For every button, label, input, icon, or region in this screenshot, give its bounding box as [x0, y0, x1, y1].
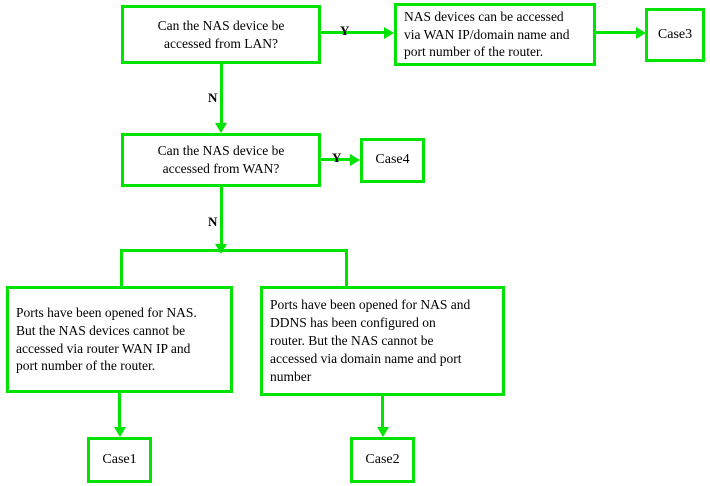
- edge-split-bar: [120, 249, 348, 252]
- node-case2[interactable]: Case2: [350, 437, 415, 483]
- node-question-wan-line-1: Can the NAS device be: [157, 143, 285, 159]
- edge-wan-yes-line: [321, 158, 356, 161]
- node-question-wan[interactable]: Can the NAS device be accessed from WAN?: [121, 133, 321, 187]
- edge-label-wan-yes: Y: [332, 150, 342, 165]
- node-case3[interactable]: Case3: [645, 8, 705, 62]
- edge-split-left-drop: [120, 249, 123, 287]
- node-symptom-ports-opened-line-2: But the NAS devices cannot be: [16, 322, 186, 338]
- node-symptom-ports-ddns-line-1: Ports have been opened for NAS and: [270, 297, 471, 313]
- edge-label-lan-no: N: [208, 90, 218, 105]
- node-case4-label: Case4: [375, 152, 410, 168]
- node-question-wan-line-2: accessed from WAN?: [162, 161, 280, 176]
- node-case1[interactable]: Case1: [87, 437, 152, 483]
- node-result-wan-accessible[interactable]: NAS devices can be accessed via WAN IP/d…: [394, 3, 596, 66]
- node-symptom-ports-opened-line-1: Ports have been opened for NAS.: [16, 304, 197, 320]
- edge-result-to-case3-line: [596, 31, 640, 34]
- node-case3-label: Case3: [657, 26, 693, 42]
- node-case1-label: Case1: [102, 451, 137, 467]
- edge-lan-yes-arrowhead: [384, 26, 394, 39]
- edge-to-case1-arrowhead: [113, 427, 126, 437]
- edge-to-case2-arrowhead: [376, 427, 389, 437]
- node-symptom-ports-opened-line-3: accessed via router WAN IP and: [16, 340, 191, 356]
- node-symptom-ports-ddns-line-3: router. But the NAS cannot be: [270, 333, 434, 349]
- node-question-lan-line-1: Can the NAS device be: [157, 17, 285, 33]
- node-question-lan-line-2: accessed from LAN?: [164, 35, 278, 51]
- node-symptom-ports-ddns-line-5: number: [270, 368, 312, 384]
- edge-wan-yes-arrowhead: [350, 153, 360, 166]
- edge-label-lan-yes: Y: [340, 23, 350, 38]
- node-symptom-ports-ddns[interactable]: Ports have been opened for NAS and DDNS …: [260, 286, 505, 396]
- edge-to-case1-line: [118, 393, 121, 431]
- edge-label-wan-no: N: [208, 214, 218, 229]
- node-symptom-ports-opened-line-4: port number of the router.: [16, 358, 156, 374]
- node-result-wan-accessible-line-3: port number of the router.: [404, 44, 544, 60]
- edge-split-right-drop: [345, 249, 348, 287]
- edge-to-case2-line: [381, 396, 384, 431]
- node-symptom-ports-ddns-line-2: DDNS has been configured on: [270, 315, 436, 331]
- node-result-wan-accessible-line-1: NAS devices can be accessed: [404, 8, 564, 24]
- edge-lan-no-line: [219, 64, 223, 127]
- edge-result-to-case3-arrowhead: [636, 26, 646, 39]
- node-question-lan[interactable]: Can the NAS device be accessed from LAN?: [121, 5, 321, 64]
- edge-wan-no-line: [219, 187, 223, 249]
- node-case2-label: Case2: [365, 451, 400, 467]
- edge-lan-yes-line: [321, 31, 388, 34]
- node-result-wan-accessible-line-2: via WAN IP/domain name and: [404, 26, 570, 42]
- node-case4[interactable]: Case4: [360, 138, 425, 183]
- node-symptom-ports-ddns-line-4: accessed via domain name and port: [270, 350, 462, 366]
- edge-lan-no-arrowhead: [215, 123, 227, 133]
- node-symptom-ports-opened[interactable]: Ports have been opened for NAS. But the …: [6, 286, 233, 393]
